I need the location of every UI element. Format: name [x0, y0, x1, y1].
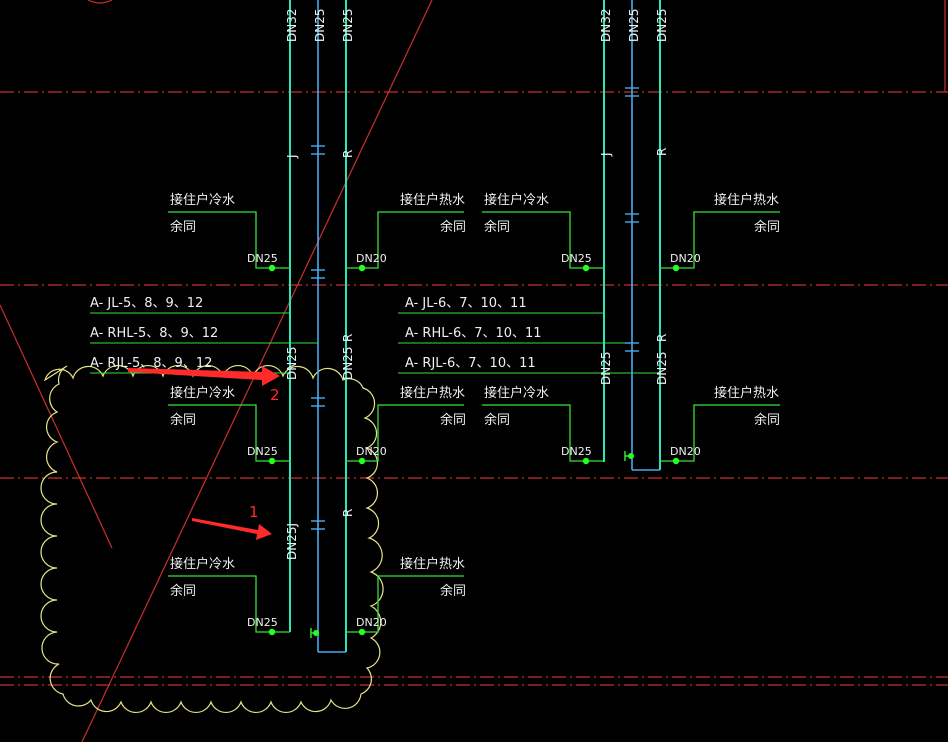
dn-label: DN25: [247, 252, 278, 265]
right-hot-mid-label: DN25: [655, 352, 669, 386]
riser-label: A- RJL-5、8、9、12: [90, 356, 212, 371]
branch-left-upper: 接住户冷水 余同 DN25 接住户热水 余同 DN20: [168, 192, 466, 272]
branch-left-lower: 接住户冷水 余同 DN25 接住户热水 余同 DN20: [168, 556, 466, 636]
valve-dot: [358, 457, 366, 465]
right-cold-top-label: DN32: [599, 9, 613, 43]
hot-branch-label: 接住户热水: [400, 192, 465, 208]
cold-branch-label: 接住户冷水: [170, 556, 235, 572]
right-hot-top-label: DN25: [655, 9, 669, 43]
valve-dot: [672, 264, 680, 272]
valve-dot: [358, 264, 366, 272]
riser-label: A- JL-5、8、9、12: [90, 296, 203, 311]
hot-branch-label: 接住户热水: [714, 192, 779, 208]
left-hot-tag-2: R: [341, 334, 355, 342]
valve-dot: [672, 457, 680, 465]
dn-label: DN20: [356, 445, 387, 458]
rest-same-label: 余同: [754, 219, 780, 235]
valve-dot: [628, 453, 634, 459]
left-return-top-label: DN25: [313, 9, 327, 43]
rest-same-label: 余同: [170, 583, 196, 599]
riser-labels: A- JL-5、8、9、12 A- RHL-5、8、9、12 A- RJL-5、…: [90, 296, 542, 371]
rest-same-label: 余同: [484, 412, 510, 428]
rest-same-label: 余同: [440, 219, 466, 235]
valve-dot: [358, 628, 366, 636]
hot-branch-label: 接住户热水: [400, 385, 465, 401]
rest-same-label: 余同: [754, 412, 780, 428]
riser-label: A- RHL-5、8、9、12: [90, 326, 218, 341]
right-return-top-label: DN25: [627, 9, 641, 43]
dn-label: DN25: [247, 445, 278, 458]
arrow-2: [128, 366, 280, 386]
dn-label: DN20: [356, 616, 387, 629]
valve-dot: [268, 628, 276, 636]
branch-right-middle: 接住户冷水 余同 DN25 接住户热水 余同 DN20: [482, 385, 780, 465]
left-cold-top-label: DN32: [285, 9, 299, 43]
diagonal-line: [81, 0, 433, 742]
dn-label: DN25: [561, 252, 592, 265]
left-hot-mid-label: DN25: [341, 347, 355, 381]
revision-cloud: [40, 364, 384, 714]
left-cold-tag: J: [285, 154, 299, 159]
hot-branch-label: 接住户热水: [400, 556, 465, 572]
right-hot-tag-2: R: [655, 334, 669, 342]
dn-label: DN25: [561, 445, 592, 458]
vertical-pipe-labels: DN32 DN25 DN25 DN32 DN25 DN25 J R J R R …: [285, 9, 669, 561]
riser-label: A- RJL-6、7、10、11: [405, 356, 536, 371]
marker-2: 2: [270, 386, 280, 404]
right-hot-tag: R: [655, 148, 669, 156]
arrow-1: [192, 518, 272, 540]
cold-branch-label: 接住户冷水: [170, 385, 235, 401]
arc-fragment: [87, 0, 113, 4]
right-cold-tag: J: [599, 152, 613, 157]
riser-label: A- JL-6、7、10、11: [405, 296, 527, 311]
right-cold-mid-label: DN25: [599, 352, 613, 386]
dn-label: DN20: [670, 445, 701, 458]
left-cold-low-label: DN25J: [285, 523, 299, 560]
cold-branch-label: 接住户冷水: [484, 385, 549, 401]
left-riser-group: [289, 0, 347, 653]
valve-dot: [582, 264, 590, 272]
markup-arrows: 2 1: [128, 366, 280, 540]
diagonal-line: [0, 304, 113, 549]
valve-dot: [268, 457, 276, 465]
rest-same-label: 余同: [440, 412, 466, 428]
rest-same-label: 余同: [170, 219, 196, 235]
branch-left-middle: 接住户冷水 余同 DN25 接住户热水 余同 DN20: [168, 385, 466, 465]
rest-same-label: 余同: [170, 412, 196, 428]
valve-dot: [313, 630, 319, 636]
left-hot-top-label: DN25: [341, 9, 355, 43]
dn-label: DN20: [670, 252, 701, 265]
marker-1: 1: [249, 503, 259, 521]
hot-branch-label: 接住户热水: [714, 385, 779, 401]
left-cold-mid-label: DN25: [285, 347, 299, 381]
riser-label: A- RHL-6、7、10、11: [405, 326, 542, 341]
branch-right-upper: 接住户冷水 余同 DN25 接住户热水 余同 DN20: [482, 192, 780, 272]
valve-dot: [582, 457, 590, 465]
left-hot-tag: R: [341, 150, 355, 158]
rest-same-label: 余同: [484, 219, 510, 235]
valve-dot: [268, 264, 276, 272]
dn-label: DN25: [247, 616, 278, 629]
rest-same-label: 余同: [440, 583, 466, 599]
dn-label: DN20: [356, 252, 387, 265]
cold-branch-label: 接住户冷水: [170, 192, 235, 208]
left-hot-tag-3: R: [341, 509, 355, 517]
cold-branch-label: 接住户冷水: [484, 192, 549, 208]
right-riser-group: [603, 0, 661, 471]
